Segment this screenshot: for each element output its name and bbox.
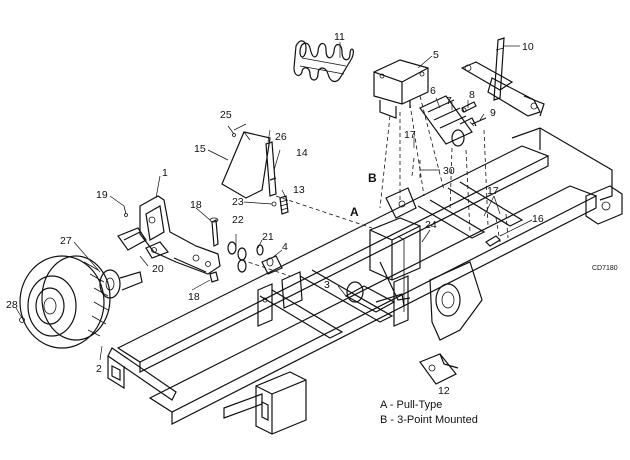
part-27-strap [265, 141, 277, 197]
callout-29: 28 [6, 299, 18, 311]
part-26-screw [227, 125, 236, 137]
part-5-bracket [373, 59, 429, 119]
callout-19: 18 [188, 291, 200, 303]
part-12-yoke [419, 353, 459, 385]
callout-27: 26 [275, 131, 287, 143]
part-2-tire [19, 255, 111, 349]
hitch-tower [369, 187, 421, 301]
callout-16: 16 [532, 213, 544, 225]
part-10-top-link [460, 37, 545, 117]
callout-22: 21 [262, 231, 274, 243]
callout-30: 30 [443, 165, 455, 177]
callout-1: 1 [162, 167, 168, 179]
callout-5: 5 [433, 49, 439, 61]
callout-2: 2 [96, 363, 102, 375]
callout-12: 12 [438, 385, 450, 397]
part-18-bolt [209, 217, 219, 247]
callout-13: 13 [293, 184, 305, 196]
callout-21: 20 [152, 263, 164, 275]
callout-17-lower: 17 [487, 185, 499, 197]
callout-18: 18 [190, 199, 202, 211]
legend: A - Pull-Type B - 3-Point Mounted [380, 399, 478, 426]
part-8-pin [461, 101, 477, 113]
part-15-shield [221, 131, 271, 199]
callout-4: 4 [282, 241, 288, 253]
callout-17-upper: 17 [404, 129, 416, 141]
callout-3: 3 [324, 279, 330, 291]
part-28-hub [99, 269, 143, 299]
callout-25: 24 [425, 219, 437, 231]
cylinder-assembly [344, 235, 409, 327]
callout-6: 6 [430, 85, 436, 97]
callout-8: 8 [469, 89, 475, 101]
callout-15: 15 [194, 143, 206, 155]
part-23-washers [227, 241, 247, 273]
part-4-spacer [261, 255, 283, 275]
part-11-spring [293, 40, 354, 83]
part-13-pin [279, 195, 289, 215]
callout-20: 19 [96, 189, 108, 201]
legend-pull-type: A - Pull-Type [380, 399, 442, 411]
legend-3-point-mounted: B - 3-Point Mounted [380, 414, 478, 426]
callout-23: 22 [232, 214, 244, 226]
letter-a-marker: A [350, 205, 359, 219]
main-frame [107, 127, 623, 435]
callout-11: 11 [334, 31, 345, 43]
callout-24: 23 [232, 196, 244, 208]
callout-7: 7 [446, 95, 452, 107]
callout-14: 14 [296, 147, 308, 159]
part-24-pin [271, 201, 277, 207]
part-9-bolt [469, 117, 487, 127]
part-1-wheel-arm [117, 195, 221, 275]
figure-reference: CD7180 [592, 265, 618, 272]
part-22-washer [256, 244, 264, 256]
leader-lines [15, 42, 533, 361]
callout-28: 27 [60, 235, 72, 247]
part-19-nut [209, 271, 219, 283]
part-16-bolt [485, 235, 501, 247]
callout-26: 25 [220, 109, 232, 121]
part-20-screw [123, 205, 128, 217]
callout-labels: 11 5 10 8 6 7 9 17 30 17 16 24 3 12 25 2… [6, 31, 544, 397]
callout-10: 10 [522, 41, 534, 53]
callout-9: 9 [490, 107, 496, 119]
letter-b-marker: B [368, 171, 377, 185]
